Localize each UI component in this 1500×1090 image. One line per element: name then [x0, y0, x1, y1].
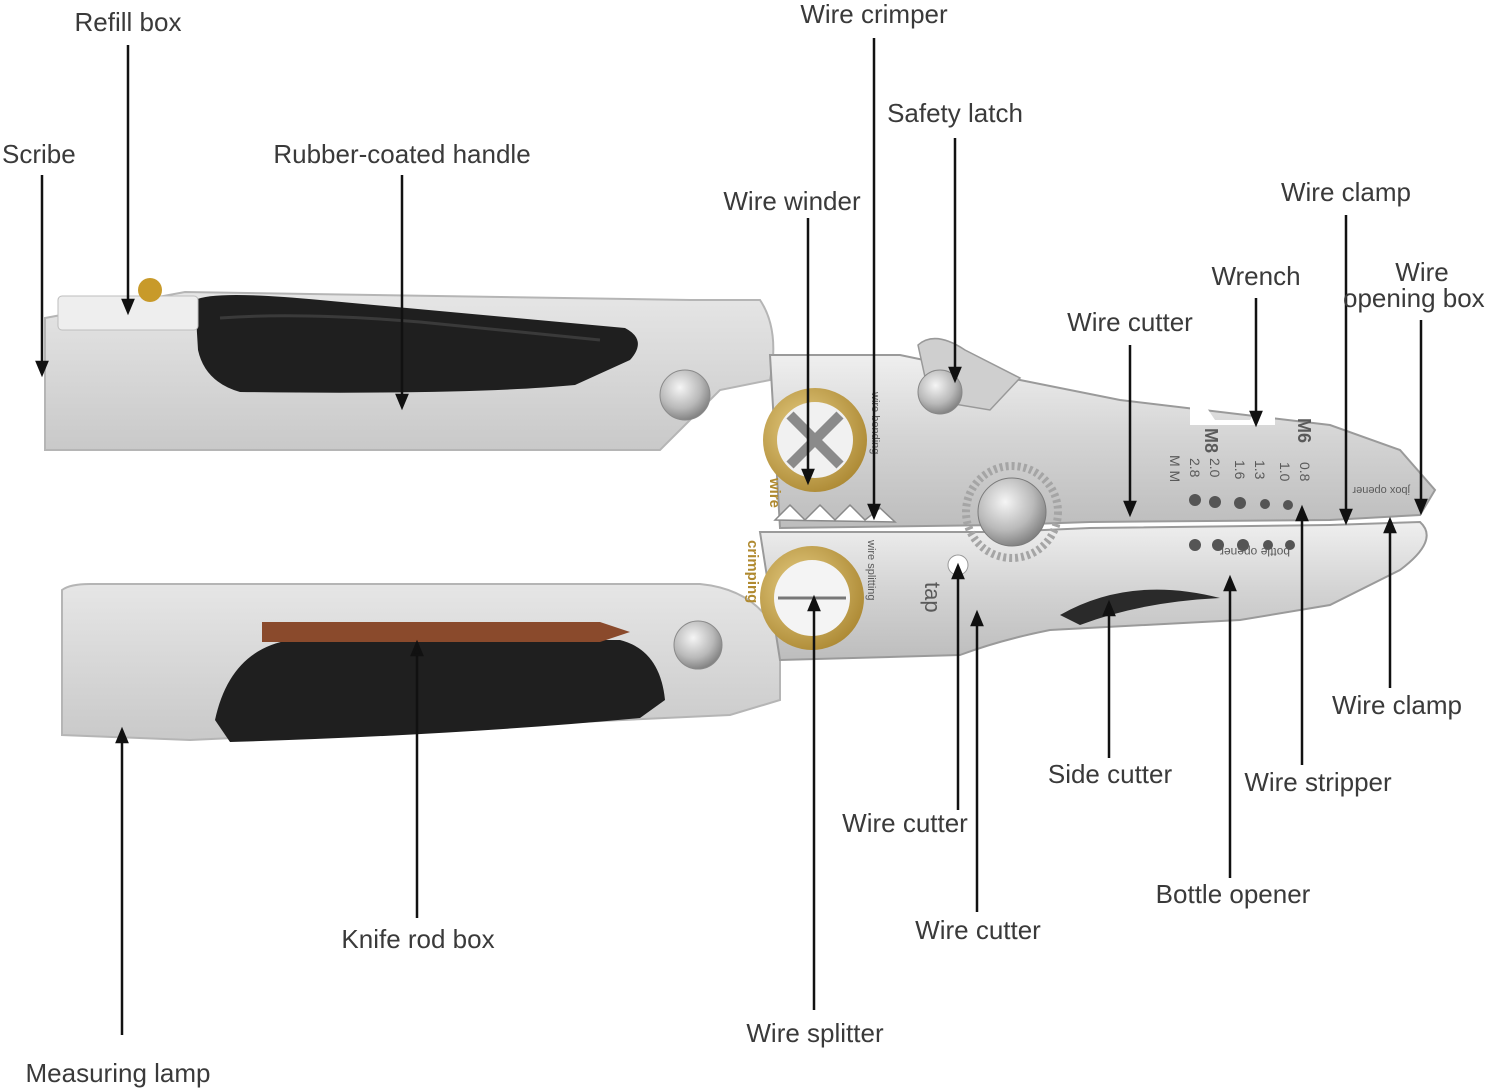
pivot-bolt-ring	[962, 462, 1062, 562]
engrave-wire-splitting: wire splitting	[865, 539, 877, 601]
engrave-jbox: jbox opener	[1352, 484, 1411, 496]
engrave-gauge-2: 1.3	[1252, 460, 1268, 480]
engrave-bottle: bottle opener	[1220, 545, 1290, 559]
label-wire-stripper: Wire stripper	[1244, 767, 1392, 797]
safety-latch-button	[917, 369, 963, 415]
lower-handle	[61, 583, 781, 742]
refill-box-cap	[138, 278, 162, 302]
label-wire-clamp-bottom: Wire clamp	[1331, 690, 1463, 720]
upper-handle	[44, 278, 775, 451]
stripper-holes	[1189, 494, 1295, 551]
lower-rivet	[673, 620, 723, 670]
engravings: M8 M6 M M 2.0 2.8 1.3 1.6 0.8 1.0 jbox o…	[744, 391, 1411, 613]
lower-rubber-grip	[215, 640, 665, 742]
label-wire-crimper: Wire crimper	[800, 0, 948, 29]
label-measuring-lamp: Measuring lamp	[25, 1058, 211, 1088]
knife-rod-bit	[262, 622, 630, 642]
leader-lines	[35, 38, 1428, 1035]
label-scribe: Scribe	[2, 139, 76, 169]
engrave-gauge-5: 1.0	[1277, 462, 1293, 482]
label-refill-box: Refill box	[74, 7, 182, 37]
label-wire-opening-box-line1: Wire	[1395, 257, 1449, 287]
upper-rubber-grip	[195, 295, 638, 393]
engrave-m6: M6	[1294, 418, 1314, 443]
crimper-teeth	[773, 503, 897, 523]
label-wire-opening-box-line2: opening box	[1343, 283, 1485, 313]
engrave-gauge-1: 2.8	[1187, 458, 1203, 478]
engrave-mm: M M	[1167, 455, 1183, 482]
label-wire-splitter: Wire splitter	[746, 1018, 884, 1048]
label-wire-clamp-top: Wire clamp	[1280, 177, 1412, 207]
label-rubber-handle: Rubber-coated handle	[273, 139, 531, 169]
label-safety-latch: Safety latch	[887, 98, 1023, 128]
label-knife-rod-box: Knife rod box	[341, 924, 495, 954]
label-side-cutter: Side cutter	[1047, 759, 1173, 789]
engrave-gauge-3: 1.6	[1232, 460, 1248, 480]
engrave-gauge-4: 0.8	[1297, 462, 1313, 482]
label-wire-cutter-mid: Wire cutter	[842, 808, 968, 838]
label-wire-cutter-bottom: Wire cutter	[915, 915, 1041, 945]
steel-head	[758, 337, 1437, 662]
engrave-gauge-0: 2.0	[1207, 458, 1223, 478]
label-bottle-opener: Bottle opener	[1155, 879, 1311, 909]
label-wrench: Wrench	[1211, 261, 1301, 291]
label-wire-winder: Wire winder	[723, 186, 861, 216]
pivot-bolt	[977, 477, 1047, 547]
engrave-crimping: crimping	[744, 540, 761, 603]
upper-rivet	[659, 369, 711, 421]
winder-cross	[786, 411, 844, 469]
engrave-m8: M8	[1201, 428, 1221, 453]
side-cutter-blade	[1060, 589, 1220, 625]
engrave-wire: wire	[766, 477, 783, 508]
label-wire-cutter-top: Wire cutter	[1067, 307, 1193, 337]
engrave-tap: tap	[920, 582, 945, 613]
